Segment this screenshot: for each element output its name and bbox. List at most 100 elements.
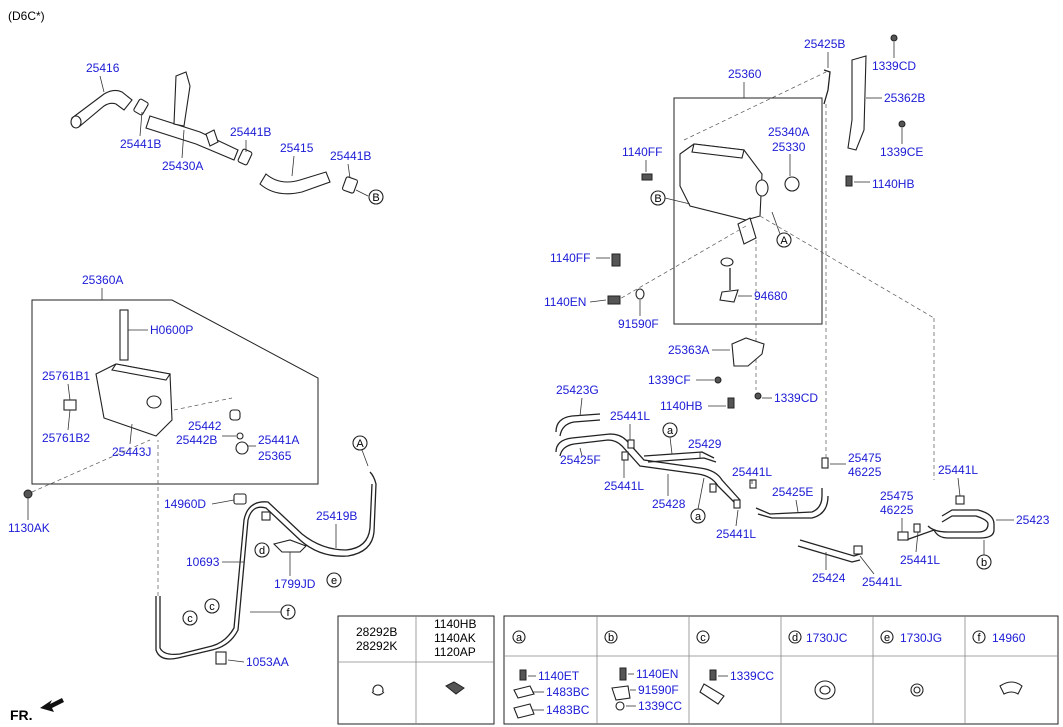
label-10693: 10693 — [186, 555, 220, 569]
callout-a-pipe-1: a — [667, 425, 674, 437]
callout-A-right: A — [780, 235, 788, 247]
label-25761B1: 25761B1 — [42, 369, 90, 383]
callout-f-hose: f — [286, 607, 290, 619]
label-1140EN: 1140EN — [544, 295, 586, 309]
label-25360: 25360 — [728, 67, 762, 81]
label-25441L-4: 25441L — [716, 527, 756, 541]
table2-head-f: f — [977, 632, 981, 644]
label-25362B: 25362B — [884, 91, 925, 105]
front-arrow-icon — [40, 698, 64, 712]
table2-b-row3: 1339CC — [638, 699, 682, 713]
callout-b-pipe: b — [981, 557, 987, 569]
lower-left-hoses — [155, 471, 377, 665]
label-25441L-5: 25441L — [938, 463, 978, 477]
reservoir-tank-right — [679, 143, 800, 303]
label-25441B-2: 25441B — [230, 125, 271, 139]
label-1339CF: 1339CF — [648, 373, 691, 387]
table1-col1-row1: 28292B — [356, 625, 397, 639]
callout-A-left: A — [356, 438, 364, 450]
label-1339CE: 1339CE — [880, 145, 923, 159]
label-25441L-2: 25441L — [604, 479, 644, 493]
label-25424: 25424 — [812, 571, 846, 585]
label-25442: 25442 — [188, 419, 222, 433]
callout-B-right: B — [654, 193, 661, 205]
table2-a-row2: 1483BC — [546, 685, 590, 699]
table2-b-row2: 91590F — [638, 683, 679, 697]
label-1140FF-2: 1140FF — [550, 251, 590, 265]
label-25443J: 25443J — [112, 445, 151, 459]
reservoir-box-left — [31, 299, 319, 485]
reservoir-tank-left — [63, 309, 249, 455]
label-25425F: 25425F — [560, 453, 601, 467]
reservoir-box-right — [673, 97, 823, 325]
parts-table-small — [337, 615, 495, 725]
table2-head-c: c — [700, 632, 706, 644]
label-25423: 25423 — [1016, 513, 1050, 527]
label-25475-1: 25475 — [848, 451, 882, 465]
label-46225-2: 46225 — [880, 503, 914, 517]
label-1053AA: 1053AA — [246, 655, 289, 669]
label-25475-2: 25475 — [880, 489, 914, 503]
table1-col2-row2: 1140AK — [434, 631, 476, 645]
variant-code: (D6C*) — [8, 9, 45, 23]
parts-table-main — [503, 615, 1059, 725]
table2-head-f-code: 14960 — [992, 631, 1026, 645]
table2-head-d-code: 1730JC — [806, 631, 848, 645]
label-25441L-1: 25441L — [610, 409, 650, 423]
label-25441L-3: 25441L — [732, 465, 772, 479]
label-25441L-6: 25441L — [900, 553, 940, 567]
label-25365: 25365 — [258, 449, 292, 463]
table2-head-a: a — [516, 632, 523, 644]
label-25441A: 25441A — [258, 433, 299, 447]
table2-a-row1: 1140ET — [538, 669, 580, 683]
label-25415: 25415 — [280, 141, 314, 155]
label-1140FF-1: 1140FF — [622, 145, 662, 159]
table2-a-row3: 1483BC — [546, 703, 590, 717]
table2-head-d: d — [792, 632, 798, 644]
table1-col2-row1: 1140HB — [434, 617, 476, 631]
callout-d-hose: d — [259, 545, 265, 557]
upper-hose-assembly — [70, 71, 359, 195]
label-46225-1: 46225 — [848, 465, 882, 479]
callout-c-hose-1: c — [187, 613, 193, 625]
label-25441B-1: 25441B — [120, 137, 161, 151]
label-1140HB-mid: 1140HB — [660, 399, 702, 413]
table1-col2-row3: 1120AP — [434, 645, 476, 659]
label-25428: 25428 — [652, 497, 686, 511]
table2-head-e-code: 1730JG — [900, 631, 942, 645]
bracket-25362B — [847, 55, 867, 151]
label-25761B2: 25761B2 — [42, 431, 90, 445]
label-1799JD: 1799JD — [274, 577, 316, 591]
label-25363A: 25363A — [668, 343, 709, 357]
callout-c-hose-2: c — [209, 601, 215, 613]
label-25360A: 25360A — [82, 273, 123, 287]
label-94680: 94680 — [754, 289, 788, 303]
label-25430A: 25430A — [162, 159, 203, 173]
label-25423G: 25423G — [556, 383, 599, 397]
callout-e-hose: e — [331, 575, 337, 587]
callout-a-pipe-2: a — [695, 511, 702, 523]
label-25425B: 25425B — [804, 37, 845, 51]
label-25416: 25416 — [86, 61, 120, 75]
label-25330: 25330 — [772, 140, 806, 154]
label-1339CD-top: 1339CD — [872, 59, 916, 73]
label-25441L-7: 25441L — [862, 575, 902, 589]
callout-B-top: B — [372, 192, 379, 204]
front-direction-label: FR. — [10, 707, 33, 723]
label-H0600P: H0600P — [150, 323, 193, 337]
label-1140HB-right: 1140HB — [872, 177, 914, 191]
label-25441B-3: 25441B — [330, 149, 371, 163]
label-14960D: 14960D — [164, 497, 206, 511]
table1-col1-row2: 28292K — [356, 639, 397, 653]
label-1339CD-right: 1339CD — [774, 391, 818, 405]
label-91590F: 91590F — [618, 317, 659, 331]
table2-b-row1: 1140EN — [636, 667, 678, 681]
label-25425E: 25425E — [772, 485, 813, 499]
label-25442B: 25442B — [176, 433, 217, 447]
table2-head-b: b — [608, 632, 614, 644]
label-1130AK: 1130AK — [8, 521, 50, 535]
table2-head-e: e — [884, 632, 890, 644]
label-25429: 25429 — [688, 437, 722, 451]
label-25419B: 25419B — [316, 509, 357, 523]
